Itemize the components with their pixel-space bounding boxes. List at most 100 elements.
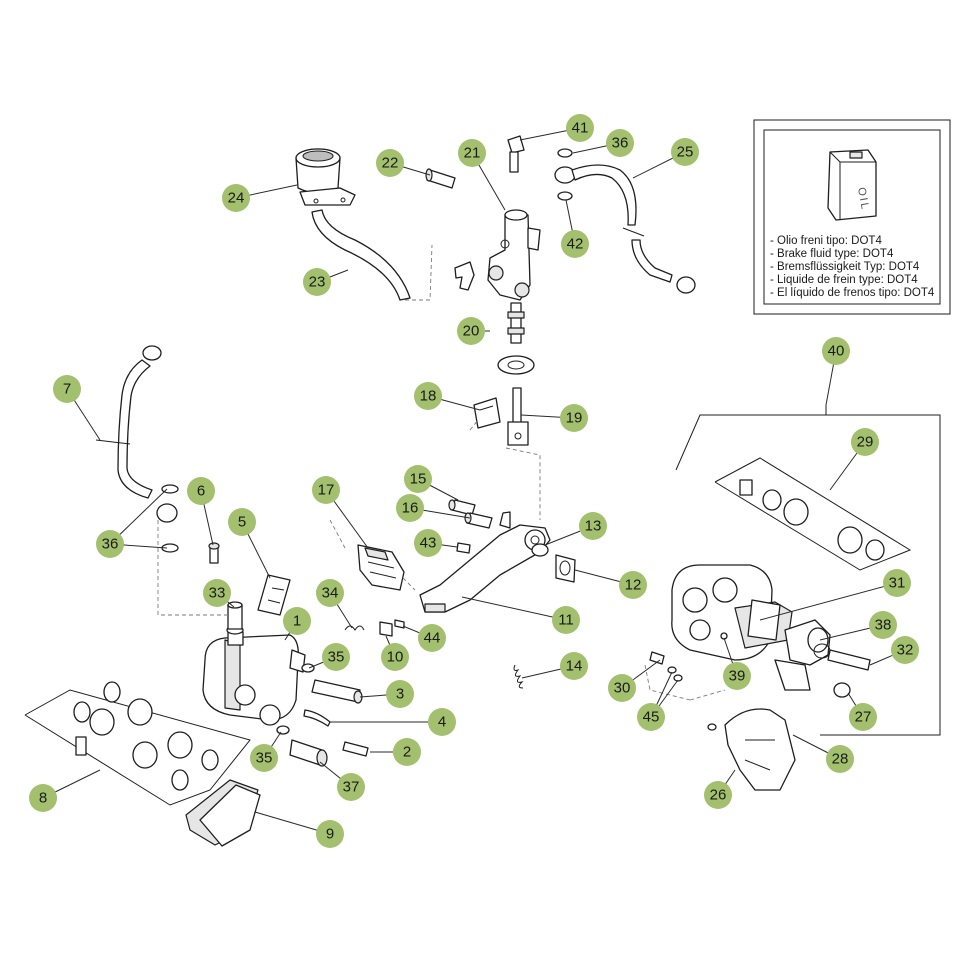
parts-layer: OIL - Olio freni tipo: DOT4 - Brake flui… [24, 119, 951, 847]
callout-number: 39 [729, 668, 746, 685]
legend-line-de: - Bremsflüssigkeit Typ: DOT4 [770, 261, 920, 273]
reservoir-hose [311, 209, 475, 301]
callout-bubble [414, 529, 442, 557]
callout-number: 24 [228, 190, 245, 207]
callout-bubble [316, 820, 344, 848]
callout-number: 18 [420, 388, 437, 405]
callout-bubble [386, 680, 414, 708]
front-caliper-pistons [24, 681, 251, 806]
callout-number: 20 [463, 323, 480, 340]
callout-16: 16 [396, 494, 471, 522]
retaining-clip [473, 397, 501, 429]
callout-43: 43 [414, 529, 458, 557]
callout-3: 3 [359, 680, 414, 708]
callout-number: 36 [612, 135, 629, 152]
brake-fluid-reservoir [295, 148, 356, 206]
rear-caliper-bracket [774, 619, 871, 698]
bleed-screw-top [425, 168, 456, 189]
callout-bubble [414, 382, 442, 410]
brake-hose-top [554, 164, 696, 294]
callout-22: 22 [376, 149, 431, 177]
oil-can-icon: OIL [827, 149, 877, 221]
master-cylinder [487, 209, 541, 301]
callout-number: 26 [710, 787, 727, 804]
callout-bubble [723, 662, 751, 690]
callout-leader [461, 596, 567, 621]
callout-bubble [849, 703, 877, 731]
callout-23: 23 [303, 268, 349, 296]
callout-bubble [457, 317, 485, 345]
callout-1: 1 [283, 607, 311, 641]
rear-brake-caliper [671, 564, 793, 661]
callout-17: 17 [312, 476, 369, 549]
callout-number: 6 [197, 483, 205, 500]
disc-guard [724, 708, 796, 791]
pedal-tip [329, 519, 416, 591]
callout-bubble [428, 708, 456, 736]
callout-number: 1 [293, 613, 301, 630]
callout-bubble [337, 773, 365, 801]
callout-number: 33 [209, 585, 226, 602]
callout-15: 15 [404, 465, 459, 501]
assembly-guide-lines [157, 419, 726, 701]
callout-bubble [29, 784, 57, 812]
callout-number: 8 [39, 790, 47, 807]
callout-bubble [404, 465, 432, 493]
callout-number: 7 [63, 381, 71, 398]
callout-26: 26 [704, 769, 736, 809]
callout-bubble [396, 494, 424, 522]
callout-35: 35 [250, 731, 282, 772]
callout-number: 32 [897, 642, 914, 659]
callout-27: 27 [847, 692, 877, 731]
callout-number: 40 [828, 343, 845, 360]
callout-bubble [312, 476, 340, 504]
callout-number: 27 [855, 709, 872, 726]
callout-number: 10 [387, 649, 404, 666]
banjo-bolt-front [227, 601, 243, 630]
callout-bubble [560, 404, 588, 432]
callout-37: 37 [319, 761, 365, 801]
small-fasteners-rear [649, 632, 728, 731]
master-piston [497, 302, 535, 375]
callout-bubble [560, 652, 588, 680]
callout-41: 41 [519, 114, 594, 142]
front-brake-pads [185, 779, 261, 847]
callout-layer: 1234567891011121314151617181920212223242… [29, 114, 919, 848]
callout-bubble [96, 530, 124, 558]
callout-number: 35 [256, 750, 273, 767]
callout-bubble [608, 674, 636, 702]
callout-number: 19 [566, 410, 583, 427]
callout-bubble [303, 268, 331, 296]
callout-11: 11 [461, 596, 580, 634]
callout-bubble [187, 477, 215, 505]
callout-2: 2 [370, 738, 421, 766]
legend-line-fr: - Liquide de frein type: DOT4 [770, 274, 918, 286]
callout-bubble [381, 643, 409, 671]
callout-bubble [671, 138, 699, 166]
callout-bubble [228, 508, 256, 536]
callout-18: 18 [414, 382, 481, 411]
callout-number: 37 [343, 779, 360, 796]
callout-28: 28 [792, 734, 854, 773]
callout-number: 45 [643, 709, 660, 726]
callout-20: 20 [457, 317, 490, 345]
callout-bubble [891, 636, 919, 664]
callout-12: 12 [574, 569, 647, 599]
callout-8: 8 [29, 769, 101, 812]
callout-number: 23 [309, 274, 326, 291]
legend-line-en: - Brake fluid type: DOT4 [770, 248, 894, 260]
callout-5: 5 [228, 508, 271, 579]
callout-bubble [822, 337, 850, 365]
callout-number: 5 [238, 514, 246, 531]
pushrod-clevis [507, 387, 529, 446]
return-spring [513, 664, 524, 689]
callout-bubble [203, 579, 231, 607]
callout-10: 10 [381, 635, 409, 671]
bleed-screw-front [208, 542, 220, 564]
callout-19: 19 [520, 404, 588, 432]
callout-6: 6 [187, 477, 215, 546]
callout-number: 29 [857, 434, 874, 451]
callout-bubble [606, 129, 634, 157]
callout-bubble [418, 624, 446, 652]
